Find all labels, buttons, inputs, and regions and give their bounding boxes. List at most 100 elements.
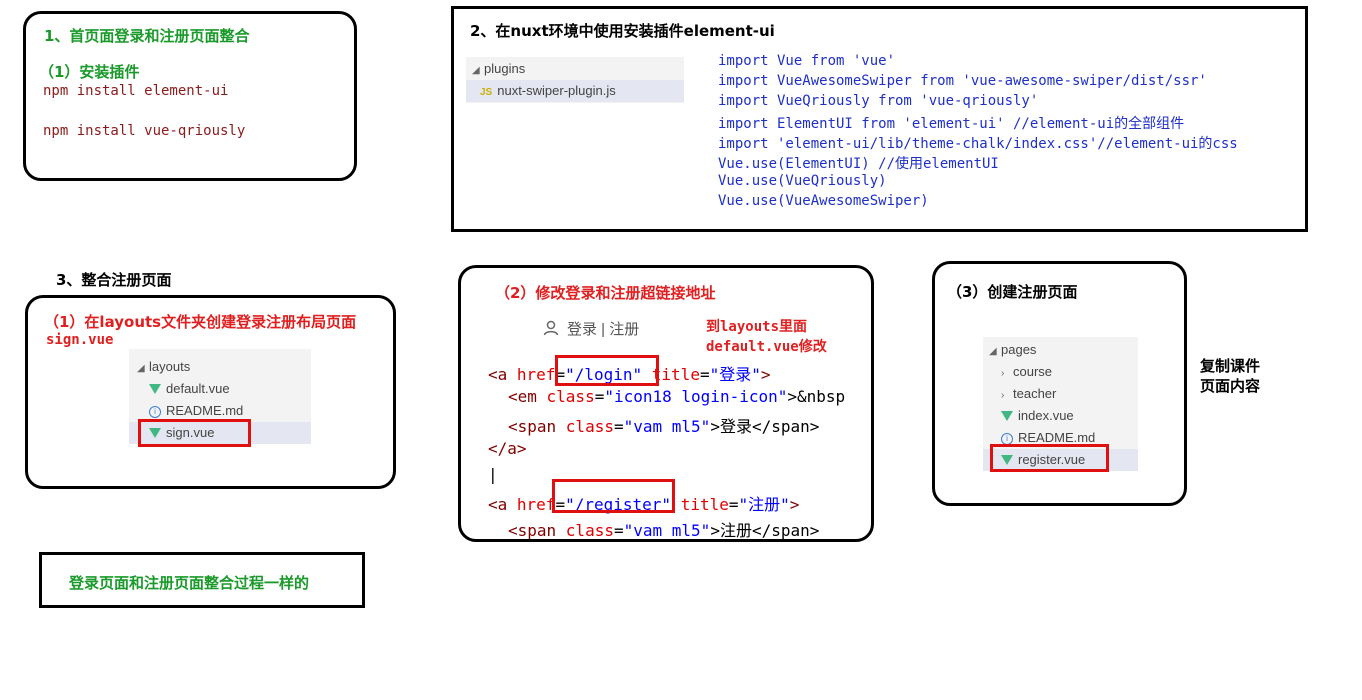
chevron-right-icon: › xyxy=(1001,390,1005,401)
file-label: sign.vue xyxy=(166,425,215,440)
info-file-icon: i xyxy=(1001,432,1013,445)
header-login-register[interactable]: 登录 | 注册 xyxy=(543,318,639,339)
folder-label: plugins xyxy=(484,61,526,76)
value-class: "vam ml5" xyxy=(623,521,711,540)
tag-a-open: <a xyxy=(488,365,517,384)
box4-note1: 到layouts里面 xyxy=(706,319,808,335)
explorer-folder-layouts[interactable]: ◢ layouts xyxy=(129,356,311,378)
attr-href: href xyxy=(516,365,556,384)
register-href-highlight xyxy=(552,479,675,513)
layouts-explorer: ◢ layouts default.vue i README.md sign.vue xyxy=(129,349,311,444)
section3-title: 3、整合注册页面 xyxy=(56,271,172,289)
vue-file-icon xyxy=(1001,454,1013,465)
folder-label: teacher xyxy=(1013,386,1057,401)
file-label: nuxt-swiper-plugin.js xyxy=(497,83,616,98)
span-register-content: >注册</span> xyxy=(710,521,820,540)
nuxt-plugin-box: 2、在nuxt环境中使用安装插件element-ui ◢ plugins JS nu… xyxy=(451,6,1308,232)
folder-label: course xyxy=(1013,364,1053,379)
file-label: register.vue xyxy=(1018,452,1086,467)
box4-title: （2）修改登录和注册超链接地址 xyxy=(495,284,716,302)
attr-class: class xyxy=(546,387,595,406)
code-span-login: <span class="vam ml5">登录</span> xyxy=(508,417,820,436)
value-login-href: "/login" xyxy=(565,365,643,384)
box4-note2: default.vue修改 xyxy=(706,339,827,355)
user-icon xyxy=(543,320,559,336)
summary-box: 登录页面和注册页面整合过程一样的 xyxy=(39,552,365,608)
create-register-page-box: （3）创建注册页面 ◢ pages › course › teacher index.… xyxy=(932,261,1187,506)
explorer-file-swiper-plugin[interactable]: JS nuxt-swiper-plugin.js xyxy=(466,80,684,102)
box1-title: 1、首页面登录和注册页面整合 xyxy=(44,27,250,45)
box3-line2: sign.vue xyxy=(46,332,114,348)
pages-explorer: ◢ pages › course › teacher index.vue i READM… xyxy=(983,337,1138,471)
npm-command-element-ui: npm install element-ui xyxy=(43,83,229,99)
plugins-explorer: ◢ plugins JS nuxt-swiper-plugin.js xyxy=(466,57,684,103)
explorer-file-index-vue[interactable]: index.vue xyxy=(983,405,1138,427)
code-a-close: </a> xyxy=(488,439,527,458)
tag-em-open: <em xyxy=(508,387,547,406)
value-class: "icon18 login-icon" xyxy=(604,387,788,406)
value-register-href: "/register" xyxy=(565,495,672,514)
explorer-file-register-vue[interactable]: register.vue xyxy=(983,449,1138,471)
tag-span-open: <span xyxy=(508,521,566,540)
attr-class: class xyxy=(565,521,614,540)
code-em-icon: <em class="icon18 login-icon">&nbsp xyxy=(508,387,846,406)
chevron-down-icon: ◢ xyxy=(989,346,997,357)
file-label: README.md xyxy=(1018,430,1096,445)
vue-file-icon xyxy=(149,383,161,394)
header-links-text: 登录 | 注册 xyxy=(567,321,640,338)
login-href-highlight xyxy=(555,355,659,386)
explorer-file-default-vue[interactable]: default.vue xyxy=(129,378,311,400)
chevron-down-icon: ◢ xyxy=(137,363,145,374)
side-note-line2: 页面内容 xyxy=(1200,377,1261,395)
explorer-folder-pages[interactable]: ◢ pages xyxy=(983,339,1138,361)
code-line-8: Vue.use(VueAwesomeSwiper) xyxy=(718,193,929,209)
attr-class: class xyxy=(565,417,614,436)
box1-step: （1）安装插件 xyxy=(39,63,140,81)
explorer-file-readme[interactable]: i README.md xyxy=(129,400,311,422)
code-line-2: import VueAwesomeSwiper from 'vue-awesom… xyxy=(718,73,1207,89)
install-plugins-box: 1、首页面登录和注册页面整合 （1）安装插件 npm install eleme… xyxy=(23,11,357,181)
code-line-7: Vue.use(VueQriously) xyxy=(718,173,887,189)
npm-command-vue-qriously: npm install vue-qriously xyxy=(43,123,246,139)
code-line-5: import 'element-ui/lib/theme-chalk/index… xyxy=(718,136,1238,152)
chevron-right-icon: › xyxy=(1001,368,1005,379)
code-line-3: import VueQriously from 'vue-qriously' xyxy=(718,93,1039,109)
code-line-4: import ElementUI from 'element-ui' //ele… xyxy=(718,116,1185,132)
register-vue-highlight xyxy=(990,444,1109,472)
explorer-folder-teacher[interactable]: › teacher xyxy=(983,383,1138,405)
tag-close-bracket: > xyxy=(760,365,771,384)
explorer-file-sign-vue[interactable]: sign.vue xyxy=(129,422,311,444)
explorer-folder-course[interactable]: › course xyxy=(983,361,1138,383)
code-separator: | xyxy=(488,465,498,484)
explorer-folder-plugins[interactable]: ◢ plugins xyxy=(466,58,684,80)
box2-title: 2、在nuxt环境中使用安装插件element-ui xyxy=(470,22,775,40)
tag-a-open: <a xyxy=(488,495,517,514)
vue-file-icon xyxy=(149,427,161,438)
attr-title: title xyxy=(680,495,729,514)
code-a-login: <a href="/login" title="登录"> xyxy=(488,365,771,384)
code-a-register: <a href="/register" title="注册"> xyxy=(488,495,800,514)
attr-title: title xyxy=(651,365,700,384)
attr-href: href xyxy=(516,495,556,514)
info-file-icon: i xyxy=(149,405,161,418)
span-login-content: >登录</span> xyxy=(710,417,820,436)
code-line-6: Vue.use(ElementUI) //使用elementUI xyxy=(718,156,999,172)
folder-label: pages xyxy=(1001,342,1037,357)
box5-title: （3）创建注册页面 xyxy=(947,283,1078,301)
value-class: "vam ml5" xyxy=(623,417,711,436)
sign-vue-highlight xyxy=(138,419,251,447)
value-login-title: "登录" xyxy=(709,365,761,384)
code-span-register: <span class="vam ml5">注册</span> xyxy=(508,521,820,540)
em-content: >&nbsp xyxy=(787,387,846,406)
file-label: index.vue xyxy=(1018,408,1074,423)
file-label: README.md xyxy=(166,403,244,418)
tag-span-open: <span xyxy=(508,417,566,436)
side-note-line1: 复制课件 xyxy=(1200,357,1261,375)
js-file-icon: JS xyxy=(480,87,493,98)
chevron-down-icon: ◢ xyxy=(472,65,480,76)
code-line-1: import Vue from 'vue' xyxy=(718,53,896,69)
file-label: default.vue xyxy=(166,381,230,396)
box3-line1: （1）在layouts文件夹创建登录注册布局页面 xyxy=(44,313,357,331)
vue-file-icon xyxy=(1001,410,1013,421)
folder-label: layouts xyxy=(149,359,191,374)
